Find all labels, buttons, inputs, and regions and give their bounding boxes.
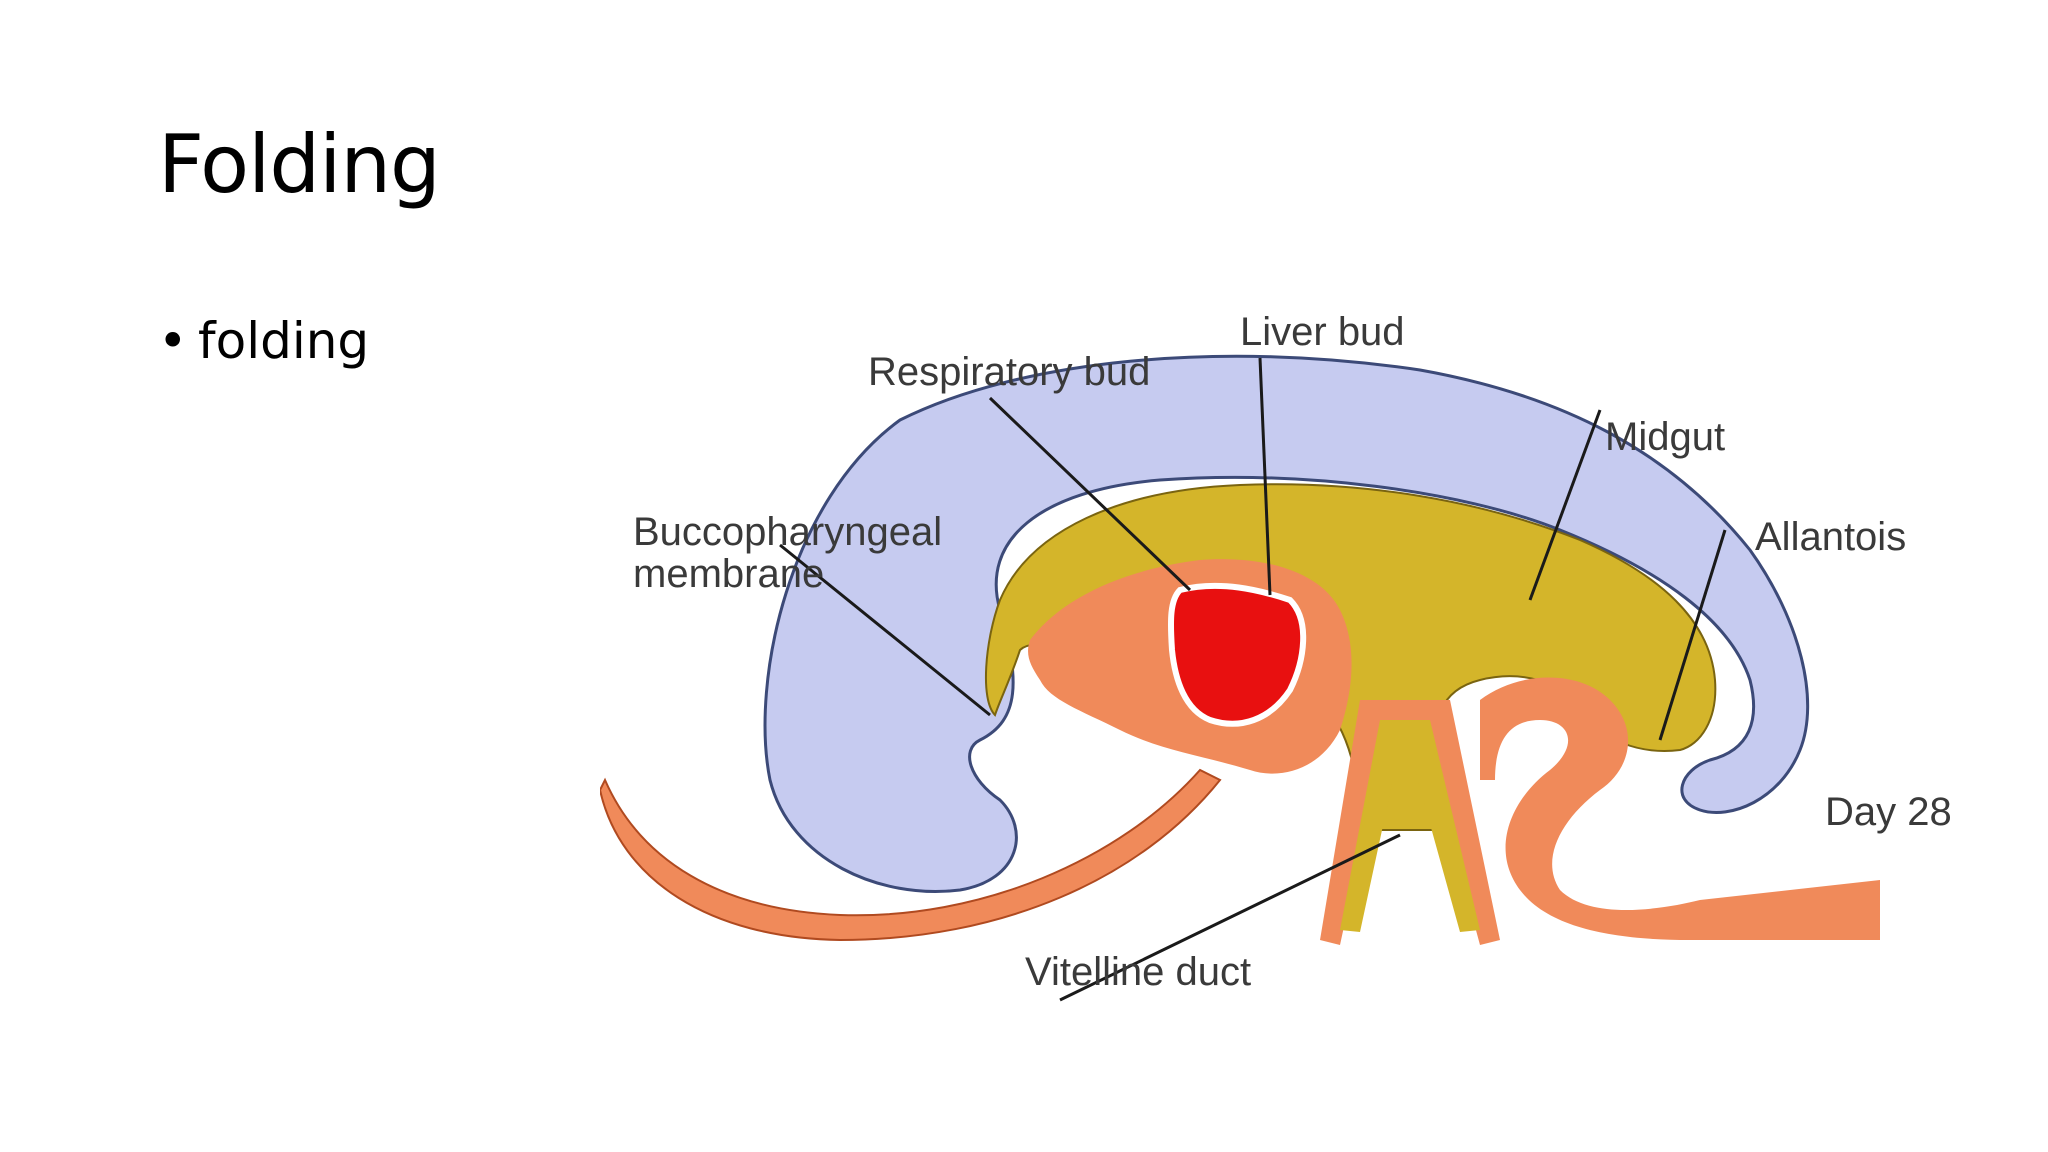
bullet-list: • folding: [158, 312, 369, 370]
label-vitelline-duct: Vitelline duct: [1025, 950, 1251, 994]
slide-title: Folding: [158, 118, 441, 211]
embryo-folding-diagram: Liver bud Respiratory bud Midgut Buccoph…: [600, 300, 1980, 1020]
label-buccopharyngeal-2: membrane: [633, 552, 824, 596]
label-allantois: Allantois: [1755, 515, 1906, 559]
heart-tube: [1167, 582, 1307, 727]
label-buccopharyngeal-1: Buccopharyngeal: [633, 510, 942, 554]
bullet-text: folding: [198, 312, 370, 370]
leader-lines: [779, 357, 1727, 1002]
bullet-item: • folding: [158, 312, 369, 370]
amnion-extension: [600, 768, 1222, 942]
bullet-marker: •: [158, 312, 188, 370]
label-respiratory-bud: Respiratory bud: [868, 350, 1150, 394]
amnion-cavity: [763, 354, 1810, 893]
label-midgut: Midgut: [1605, 415, 1725, 459]
diagram-svg: Liver bud Respiratory bud Midgut Buccoph…: [600, 310, 1952, 1002]
label-liver-bud: Liver bud: [1240, 310, 1405, 354]
connecting-stalk: [1320, 700, 1500, 945]
hindgut-curl: [1480, 677, 1880, 940]
label-day: Day 28: [1825, 790, 1952, 834]
yolk-stalk: [1340, 720, 1480, 932]
